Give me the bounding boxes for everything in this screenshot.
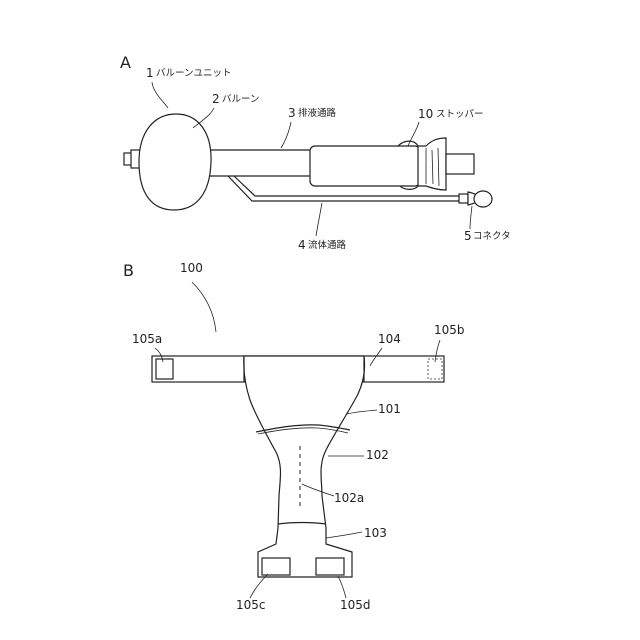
label-3-text: 排液通路: [298, 107, 337, 119]
panel-a-letter: A: [120, 53, 131, 72]
panel-b: B 100 105a 104: [123, 261, 465, 612]
label-3-num: 3: [288, 106, 296, 120]
label-5-num: 5: [464, 229, 472, 243]
label-5-text: コネクタ: [473, 231, 511, 242]
leader-105d: [338, 576, 346, 598]
label-102a: 102a: [334, 491, 364, 505]
label-104: 104: [378, 332, 401, 346]
leader-101: [346, 410, 377, 414]
label-4-text: 流体通路: [308, 239, 347, 251]
label-1-num: 1: [146, 66, 154, 80]
leader-4: [316, 203, 322, 236]
label-2-num: 2: [212, 92, 220, 106]
label-4-num: 4: [298, 238, 306, 252]
label-105b: 105b: [434, 323, 465, 337]
fastener-105a: [156, 359, 173, 379]
connector: [468, 191, 492, 207]
panel-b-letter: B: [123, 261, 134, 280]
label-105c: 105c: [236, 598, 266, 612]
label-101: 101: [378, 402, 401, 416]
leader-3: [281, 122, 291, 148]
label-105d: 105d: [340, 598, 371, 612]
label-2-text: バルーン: [222, 94, 260, 105]
label-103: 103: [364, 526, 387, 540]
fastener-105d: [316, 558, 344, 575]
drain-passage-tube: [200, 150, 312, 176]
stopper: [310, 138, 474, 190]
leader-100: [192, 282, 216, 332]
leader-1: [152, 82, 168, 108]
label-1-text: バルーンユニット: [156, 68, 232, 79]
leader-103: [326, 532, 362, 538]
garment-body: [244, 356, 365, 577]
label-10-text: ストッパー: [436, 109, 484, 120]
balloon: [139, 114, 211, 210]
label-100: 100: [180, 261, 203, 275]
leader-5: [470, 206, 472, 229]
fastener-105c: [262, 558, 290, 575]
leader-2: [193, 108, 214, 128]
label-105a: 105a: [132, 332, 162, 346]
label-102: 102: [366, 448, 389, 462]
panel-a: A: [120, 53, 511, 252]
label-10-num: 10: [418, 107, 433, 121]
